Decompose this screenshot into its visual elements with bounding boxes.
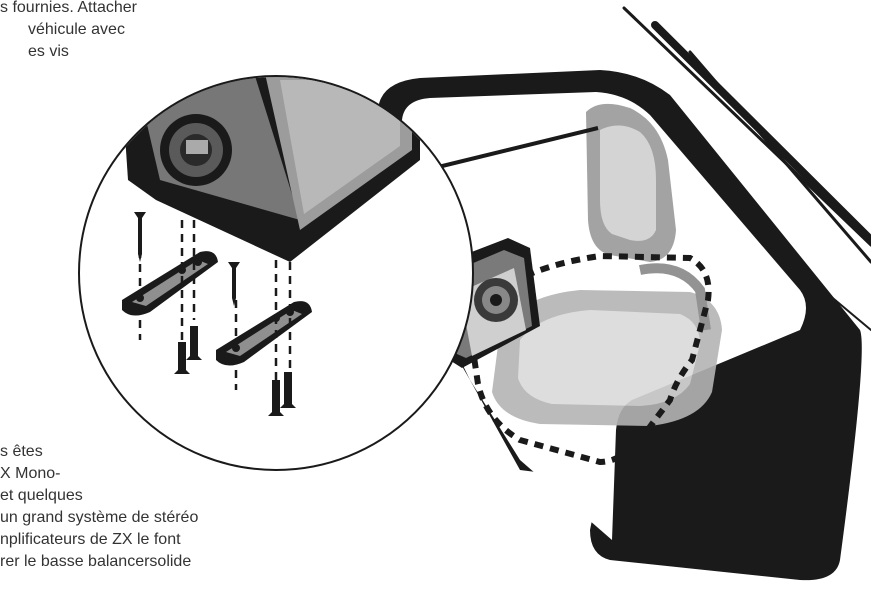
alignment-dashed-lines [138,220,292,390]
text-line: véhicule avec [28,21,125,38]
mounting-bracket-right [216,301,312,366]
instruction-text-top: s fournies. Attacher véhicule avec es vi… [0,0,137,63]
text-line: rer le basse balancersolide [0,553,192,570]
text-line: s fournies. Attacher [0,0,137,16]
text-line: et quelques [0,487,83,504]
text-line: un grand système de stéréo [0,509,199,526]
text-line: nplificateurs de ZX le font [0,531,181,548]
placement-dotted-outline [466,252,712,466]
car-seat [492,103,722,426]
text-line: s êtes [0,443,43,460]
instruction-text-bottom: s êtes X Mono- et quelques un grand syst… [0,441,198,573]
text-line: X Mono- [0,465,61,482]
text-line: es vis [28,43,69,60]
mounting-screws [134,212,296,416]
